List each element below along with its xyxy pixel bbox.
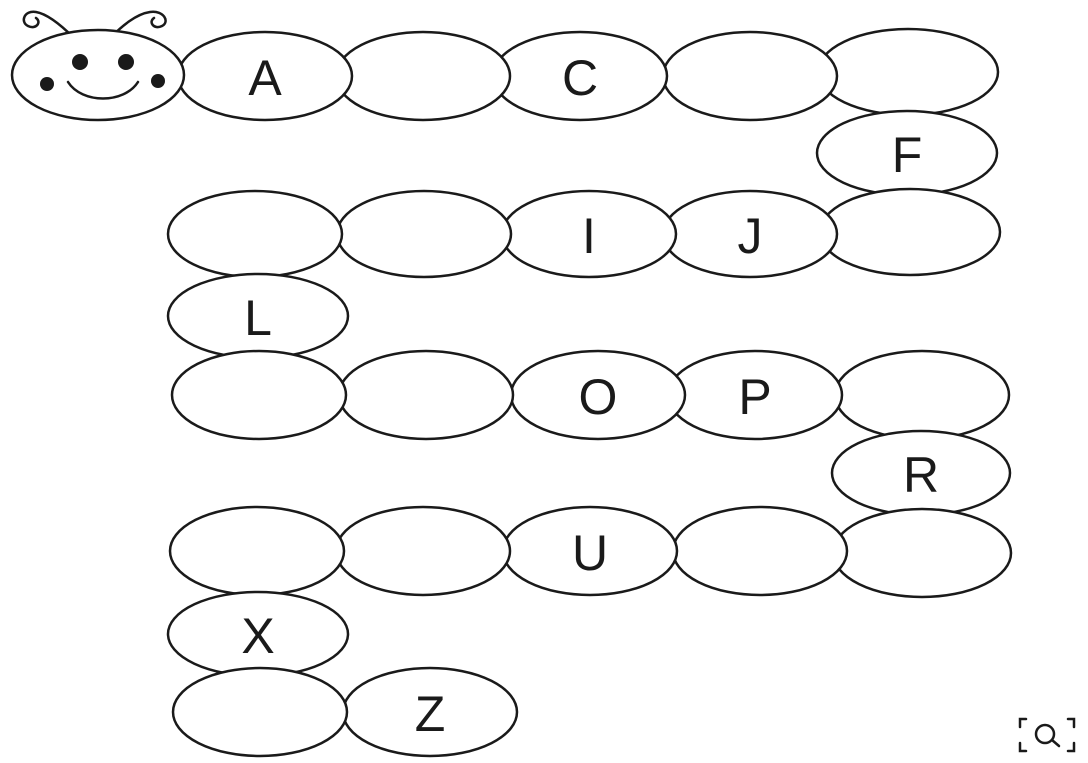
caterpillar-body: C A F J I L P O R U X Z: [166, 27, 1013, 758]
segment-circle: [671, 505, 849, 597]
segment-circle: [170, 349, 348, 441]
segment-letter: F: [892, 127, 923, 183]
segment-letter: A: [248, 50, 282, 106]
segment-letter: C: [562, 50, 598, 106]
segment-letter: I: [582, 208, 596, 264]
segment-circle: [831, 507, 1013, 599]
segment-circle: [337, 349, 515, 441]
right-cheek-icon: [151, 74, 165, 88]
body-segment: [170, 349, 348, 441]
left-eye-icon: [72, 54, 88, 70]
body-segment: [661, 30, 839, 122]
smile-icon: [66, 80, 140, 100]
segment-letter: O: [579, 369, 618, 425]
body-segment: J: [661, 189, 839, 279]
left-cheek-icon: [40, 77, 54, 91]
segment-circle: [335, 189, 513, 279]
body-segment: [833, 349, 1011, 441]
body-segment: L: [166, 272, 350, 360]
segment-circle: [334, 30, 512, 122]
visual-search-icon[interactable]: [1014, 713, 1080, 757]
magnifier-icon: [1034, 723, 1056, 745]
body-segment: [816, 27, 1000, 117]
body-segment: [166, 189, 344, 279]
segment-letter: R: [903, 447, 939, 503]
segment-circle: [661, 30, 839, 122]
body-segment: O: [509, 349, 687, 441]
segment-letter: Z: [415, 686, 446, 742]
segment-letter: J: [738, 208, 763, 264]
body-segment: F: [815, 109, 999, 197]
body-segment: C: [491, 30, 669, 122]
right-eye-icon: [118, 54, 134, 70]
body-segment: X: [166, 590, 350, 678]
segment-circle: [833, 349, 1011, 441]
body-segment: [334, 30, 512, 122]
body-segment: [335, 189, 513, 279]
magnifier-handle-icon: [1050, 738, 1061, 748]
right-antenna-icon: [108, 10, 167, 40]
body-segment: [671, 505, 849, 597]
segment-circle: [334, 505, 512, 597]
body-segment: [168, 505, 346, 597]
segment-letter: L: [244, 290, 272, 346]
segment-circle: [166, 189, 344, 279]
segment-circle: [171, 666, 349, 758]
body-segment: R: [830, 429, 1012, 517]
body-segment: Z: [341, 666, 519, 758]
body-segment: U: [501, 505, 679, 597]
body-segment: I: [500, 189, 678, 279]
segment-letter: P: [738, 369, 771, 425]
lens-frame-icon: [1018, 717, 1076, 753]
segment-circle: [818, 187, 1002, 277]
body-segment: [171, 666, 349, 758]
body-segment: [337, 349, 515, 441]
body-segment: P: [666, 349, 844, 441]
segment-letter: X: [241, 608, 274, 664]
head-circle: [10, 28, 186, 122]
body-segment: A: [176, 30, 354, 122]
segment-letter: U: [572, 525, 608, 581]
left-antenna-icon: [22, 10, 76, 40]
segment-circle: [168, 505, 346, 597]
body-segment: [831, 507, 1013, 599]
body-segment: [334, 505, 512, 597]
caterpillar-head-icon: [10, 10, 186, 122]
body-segment: [818, 187, 1002, 277]
segment-circle: [816, 27, 1000, 117]
